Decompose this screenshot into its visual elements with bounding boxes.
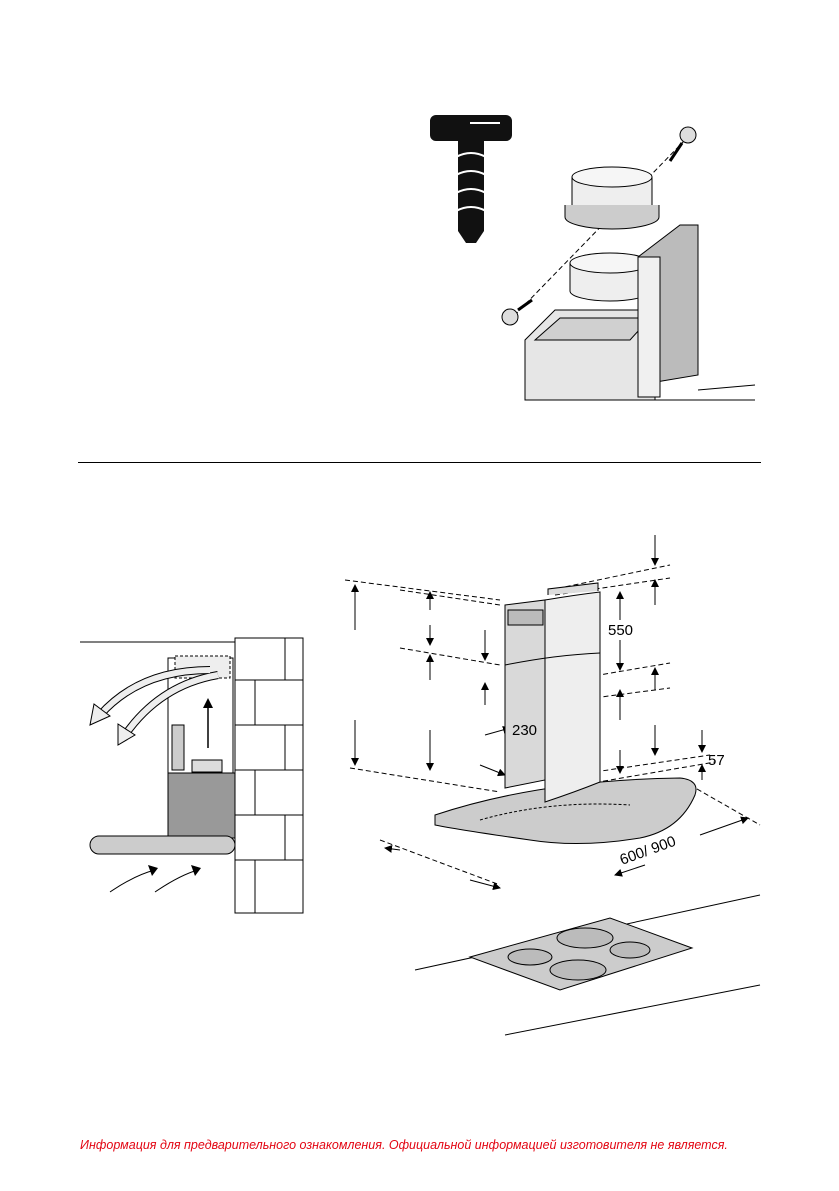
section-divider xyxy=(78,462,761,463)
airflow-figure xyxy=(80,637,304,914)
label-chimney-height: 550 xyxy=(608,622,633,639)
wall-plug-icon xyxy=(430,115,512,243)
footer-disclaimer: Информация для предварительного ознакомл… xyxy=(80,1138,728,1152)
label-canopy-height: 57 xyxy=(708,752,725,769)
screw-icon xyxy=(501,126,697,326)
duct-assembly-figure xyxy=(430,115,756,401)
label-chimney-width: 230 xyxy=(512,722,537,739)
dimension-figure: 550 230 57 600/ 900 xyxy=(344,535,761,1036)
